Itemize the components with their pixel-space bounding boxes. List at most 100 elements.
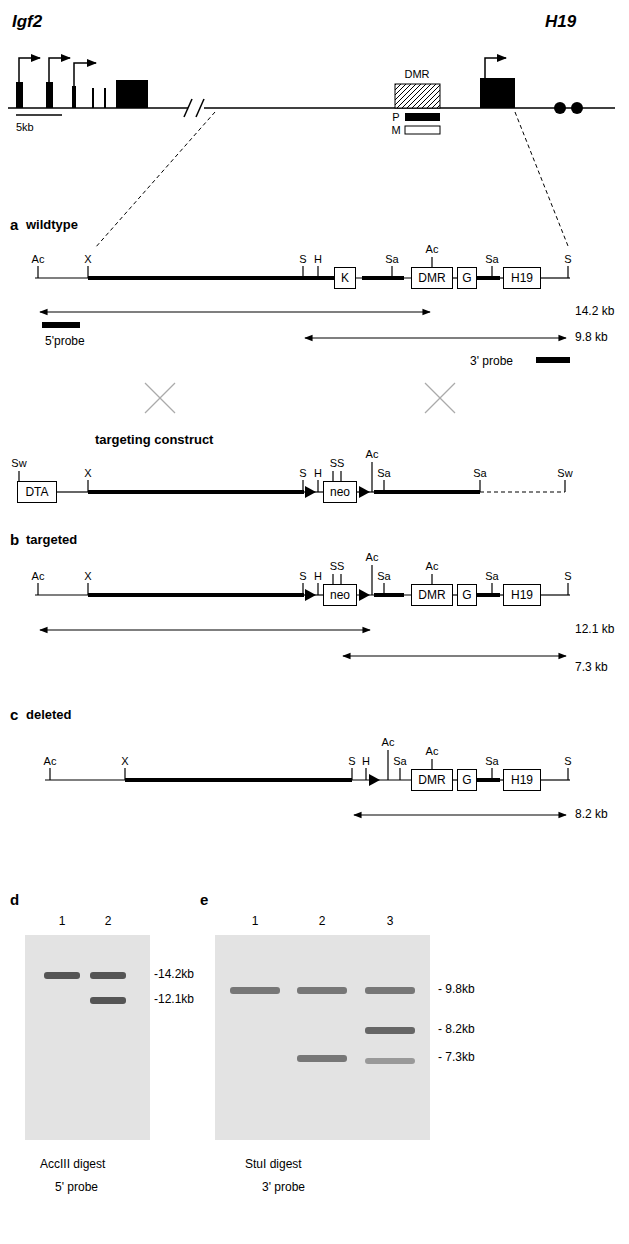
site-tick — [383, 583, 384, 595]
homology-arm — [374, 593, 404, 597]
blot-band — [365, 1027, 415, 1034]
exon — [16, 82, 23, 108]
blot-band — [90, 972, 126, 979]
restriction-site: Ac — [44, 755, 57, 767]
blot-label: 3' probe — [262, 1181, 305, 1194]
locus-map — [8, 58, 615, 248]
site-tick — [340, 471, 341, 481]
restriction-site: Ac — [426, 243, 439, 255]
site-tick — [332, 471, 333, 481]
paternal-bar — [405, 113, 440, 121]
vector-line — [56, 491, 88, 492]
loxp-triangle — [359, 486, 370, 498]
restriction-site: Ac — [426, 560, 439, 572]
fragment-size: 12.1 kb — [575, 623, 614, 636]
site-tick — [50, 750, 568, 780]
restriction-site: Sa — [485, 755, 498, 767]
restriction-site: SS — [330, 457, 345, 469]
dmr-hatched-box — [395, 84, 440, 108]
blot-label: -12.1kb — [154, 993, 194, 1006]
flank-line — [45, 779, 125, 780]
box-label: H19 — [511, 774, 533, 786]
blot-label: - 8.2kb — [438, 1023, 475, 1036]
homology-arm — [362, 276, 404, 280]
blot-band — [297, 987, 347, 994]
flank-line — [352, 779, 412, 780]
restriction-site: Sa — [473, 467, 486, 479]
box-label: DMR — [418, 589, 445, 601]
scale-bar — [16, 114, 62, 116]
site-tick — [87, 480, 88, 492]
restriction-site: Sa — [377, 570, 390, 582]
restriction-site: S — [299, 467, 306, 479]
fragment-size: 9.8 kb — [575, 331, 608, 344]
site-tick — [317, 583, 318, 595]
wildtype-map — [35, 257, 570, 363]
loxp-triangle — [359, 589, 370, 601]
site-tick — [431, 574, 432, 584]
fragment-size: 7.3 kb — [575, 661, 608, 674]
blot-label: 3 — [387, 915, 394, 928]
flank-line — [540, 594, 570, 595]
blot-label: 2 — [319, 915, 326, 928]
blot-label: 5' probe — [55, 1181, 98, 1194]
enhancer-dot — [571, 102, 583, 114]
panel-title: targeting construct — [95, 433, 213, 447]
promoter-arrow — [74, 63, 96, 86]
exon — [104, 88, 106, 108]
dmr-box: DMR — [411, 267, 453, 289]
probe-bar — [536, 357, 570, 363]
probe-bar — [42, 322, 80, 328]
exon — [72, 86, 76, 108]
panel-letter: e — [200, 892, 208, 909]
gene-box: G — [457, 267, 477, 289]
maternal-bar — [405, 126, 440, 134]
flank-line — [356, 277, 412, 278]
site-tick — [18, 471, 19, 481]
blot-label: 1 — [59, 915, 66, 928]
fragment-size: 8.2 kb — [575, 808, 608, 821]
box-label: DMR — [418, 272, 445, 284]
site-tick — [371, 462, 372, 492]
loxp-triangle — [305, 589, 316, 601]
box-label: neo — [330, 486, 350, 498]
dmr-box: DMR — [411, 584, 453, 606]
promoter-arrow — [485, 58, 506, 78]
box-label: G — [462, 272, 471, 284]
restriction-site: H — [362, 755, 370, 767]
blot-membrane — [25, 935, 150, 1140]
gene-box: K — [334, 267, 356, 289]
site-tick — [564, 480, 565, 492]
blot-band — [365, 1058, 415, 1064]
blot-label: - 9.8kb — [438, 983, 475, 996]
site-tick — [302, 266, 303, 278]
loxp-triangle — [305, 486, 316, 498]
site-tick — [491, 583, 492, 595]
zoom-line — [515, 112, 568, 246]
site-tick — [491, 768, 492, 780]
loxp-triangle — [369, 774, 380, 786]
flank-line — [474, 779, 504, 780]
deleted-map — [45, 750, 570, 815]
gene-box: G — [457, 584, 477, 606]
gene-name: Igf2 — [12, 13, 42, 32]
site-tick — [302, 480, 303, 492]
site-tick — [365, 768, 366, 780]
restriction-site: H — [314, 467, 322, 479]
annotation: M — [391, 124, 400, 136]
restriction-site: Sa — [385, 253, 398, 265]
cassette-box: neo — [323, 584, 357, 606]
restriction-site: S — [564, 755, 571, 767]
site-tick — [38, 565, 568, 595]
site-tick — [49, 768, 50, 780]
site-tick — [391, 266, 392, 278]
panel-letter: a — [10, 217, 18, 234]
panel-letter: b — [10, 532, 19, 549]
box-label: G — [462, 774, 471, 786]
site-tick — [479, 480, 480, 492]
site-tick — [87, 266, 88, 278]
blot-label: AccIII digest — [40, 1158, 105, 1171]
homology-arm — [88, 276, 334, 280]
